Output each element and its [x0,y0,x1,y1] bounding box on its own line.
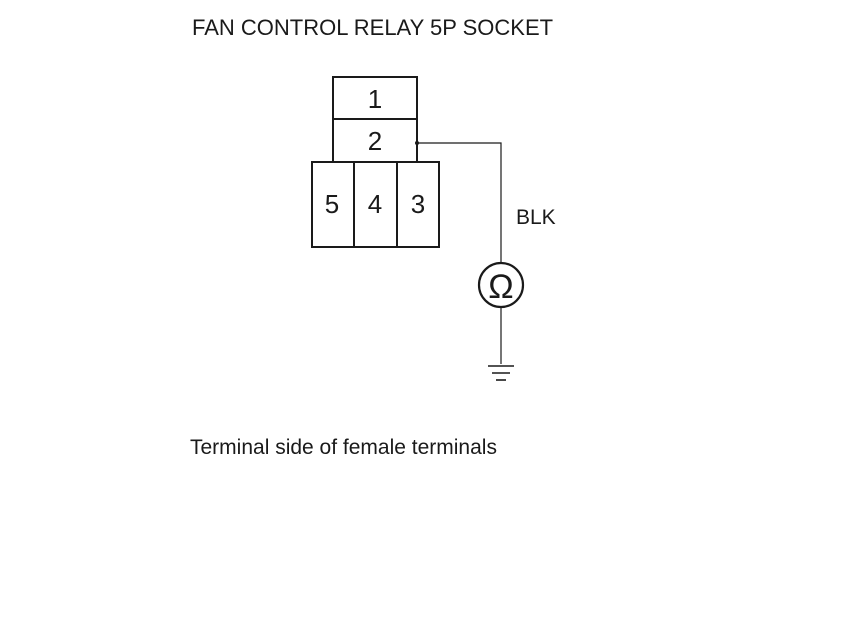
terminal-5-label: 5 [325,189,339,219]
terminal-4-label: 4 [368,189,382,219]
probe-wire [417,142,502,262]
ohmmeter-icon: Ω [477,261,525,309]
diagram-caption: Terminal side of female terminals [190,436,497,459]
wire-color-label: BLK [516,206,556,229]
ohm-symbol: Ω [488,268,513,306]
connector-5p-socket [311,76,440,248]
probe-point-terminal-2 [415,141,419,145]
ground-icon [488,365,514,381]
terminal-3-label: 3 [411,189,425,219]
terminal-1-label: 1 [368,84,382,114]
terminal-2-label: 2 [368,126,382,156]
connector-lower-housing [311,161,440,248]
diagram-title: FAN CONTROL RELAY 5P SOCKET [192,15,553,40]
